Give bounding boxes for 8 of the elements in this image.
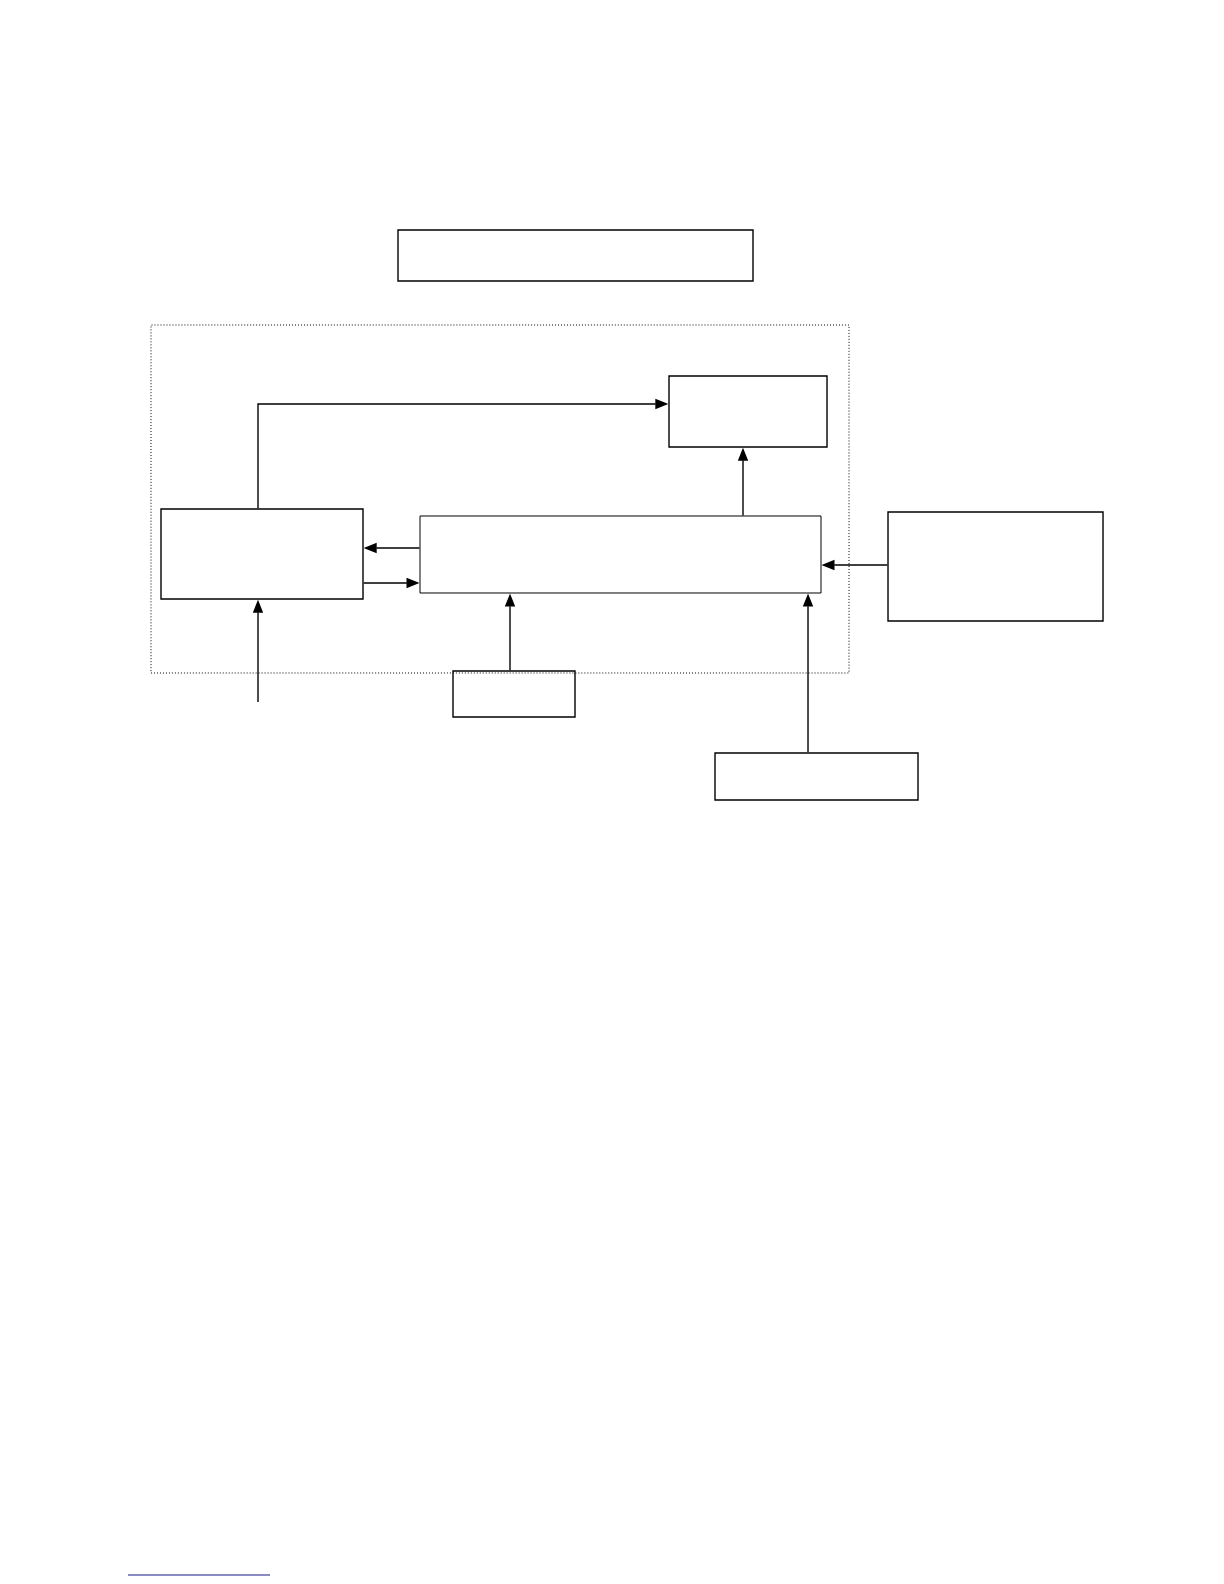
box xyxy=(160,508,364,600)
box xyxy=(452,670,576,718)
box xyxy=(887,511,1104,622)
box xyxy=(668,375,828,448)
box xyxy=(419,515,822,594)
box xyxy=(714,752,919,801)
box xyxy=(397,229,754,282)
group-frame xyxy=(150,324,850,674)
